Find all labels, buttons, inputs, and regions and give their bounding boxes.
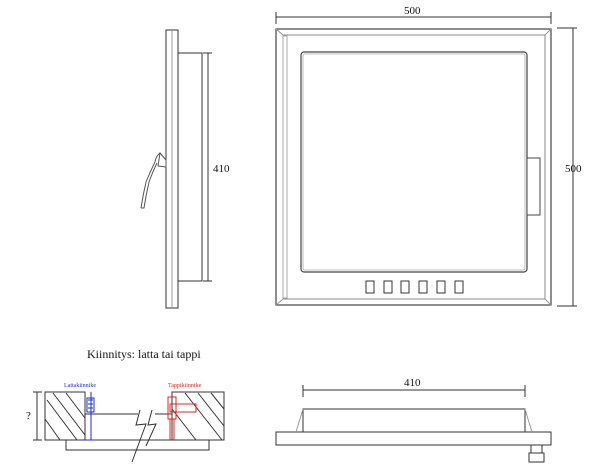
front-view	[275, 12, 577, 307]
fixing-detail	[33, 391, 225, 463]
bottom-handle	[530, 444, 543, 454]
fixing-caption: Kiinnitys: latta tai tappi	[87, 347, 201, 361]
left-fixing-bracket	[86, 392, 96, 441]
side-view-body	[177, 52, 203, 282]
vent-slot	[418, 280, 428, 294]
side-view	[140, 29, 212, 309]
bottom-width-label: 410	[404, 377, 421, 389]
front-width-label: 500	[404, 5, 421, 17]
break-symbol	[131, 409, 147, 463]
bottom-body	[302, 408, 526, 433]
front-handle	[526, 157, 541, 216]
right-fixing-pin	[167, 396, 197, 440]
left-fixing-label: Lattakiinnike	[64, 383, 96, 389]
front-height-label: 500	[565, 163, 582, 175]
vent-slot	[365, 280, 375, 294]
side-height-label: 410	[213, 163, 230, 175]
bottom-plate	[275, 431, 552, 446]
vent-slot	[436, 280, 446, 294]
fixing-height-label: ?	[26, 410, 31, 422]
vent-slot	[400, 280, 410, 294]
right-fixing-label: Tappikiinnike	[168, 383, 202, 389]
left-wall	[44, 391, 86, 441]
vent-slot	[454, 280, 464, 294]
vent-slot	[383, 280, 393, 294]
side-view-handle	[140, 152, 167, 209]
front-outer-frame	[275, 28, 552, 306]
bottom-view	[275, 385, 552, 463]
